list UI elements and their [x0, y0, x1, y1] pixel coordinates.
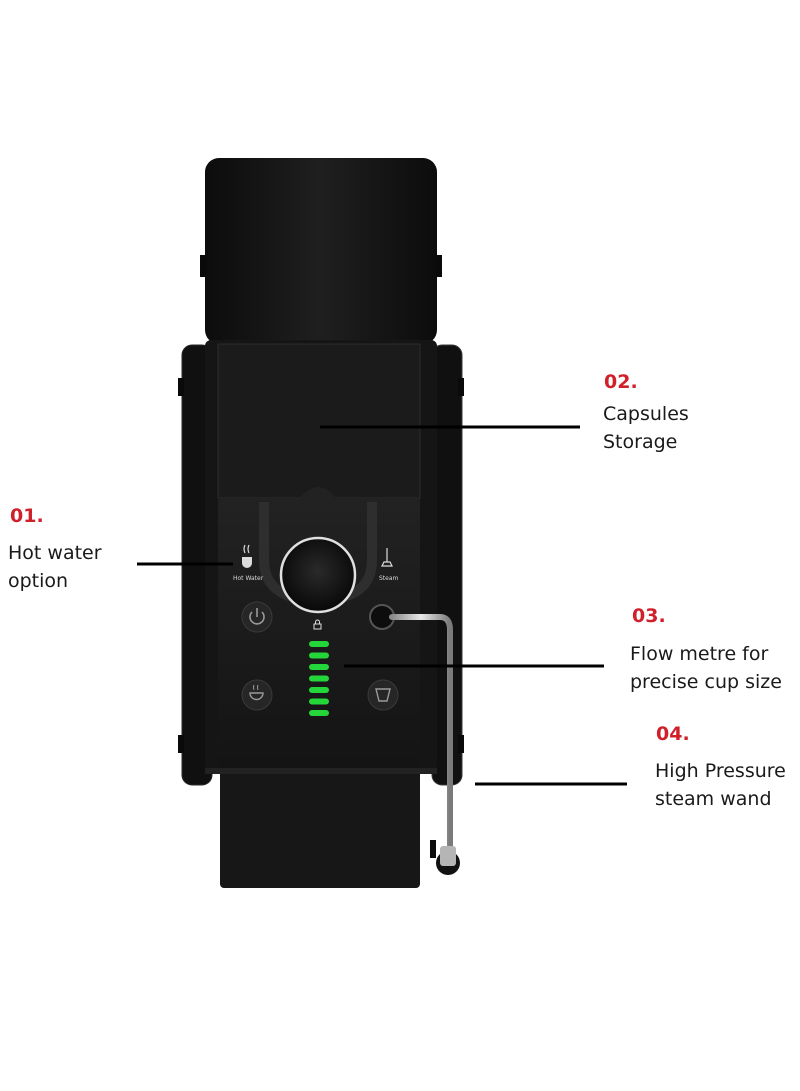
drip-tray — [220, 770, 420, 888]
descale-button — [367, 679, 399, 711]
lock-icon — [313, 619, 322, 630]
callout-01-number: 01. — [10, 505, 44, 527]
flow-meter-segment — [309, 675, 329, 682]
capsule-drawer — [217, 343, 421, 499]
steam-wand — [389, 614, 453, 853]
flow-meter — [309, 641, 329, 716]
brew-dial — [279, 536, 357, 614]
callout-04-label: High Pressure steam wand — [655, 760, 786, 810]
callout-02-label: Capsules Storage — [603, 403, 689, 453]
callout-01-label: Hot water option — [8, 542, 102, 592]
cup-button — [241, 679, 273, 711]
callout-03-label: Flow metre for precise cup size — [630, 643, 782, 693]
hot-water-icon — [242, 544, 252, 568]
steam-icon — [381, 548, 393, 567]
flow-meter-segment — [309, 641, 329, 647]
flow-meter-segment — [309, 664, 329, 670]
flow-meter-segment — [309, 652, 329, 659]
callout-04-number: 04. — [656, 723, 690, 745]
svg-text:Steam: Steam — [379, 575, 399, 582]
callout-02-number: 02. — [604, 371, 638, 393]
flow-meter-segment — [309, 710, 329, 716]
flow-meter-segment — [309, 698, 329, 705]
water-tank — [205, 158, 437, 344]
power-button — [241, 601, 273, 633]
flow-meter-segment — [309, 687, 329, 693]
svg-text:Hot Water: Hot Water — [233, 575, 264, 582]
callout-03-number: 03. — [632, 605, 666, 627]
